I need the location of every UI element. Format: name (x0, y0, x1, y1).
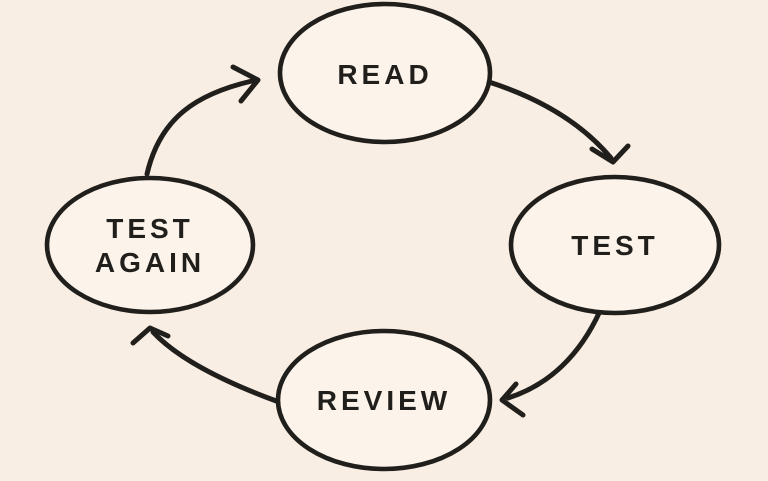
node-read-ellipse (277, 1, 493, 145)
node-test-ellipse (508, 174, 722, 316)
edges (130, 64, 631, 418)
nodes: READ TEST REVIEW TEST AGAIN (44, 1, 722, 472)
arrow-read-to-test (486, 79, 614, 161)
node-test-again-label-line2: AGAIN (95, 247, 205, 278)
node-review: REVIEW (275, 328, 493, 472)
node-read-label: READ (337, 59, 432, 90)
node-review-label: REVIEW (317, 385, 451, 416)
arrow-test-to-review (505, 308, 603, 401)
arrow-test-again-to-read (144, 78, 255, 177)
node-test-again-ellipse (44, 175, 256, 315)
arrowhead-to-read-icon (230, 64, 261, 104)
arrowhead-to-test-icon (589, 143, 631, 165)
node-read: READ (277, 1, 493, 145)
node-test: TEST (508, 174, 722, 316)
node-test-again-label-line1: TEST (106, 213, 194, 244)
arrowhead-to-test-again-icon (130, 325, 171, 346)
node-test-label: TEST (571, 230, 659, 261)
node-review-ellipse (275, 328, 493, 472)
arrowhead-to-review-icon (499, 381, 526, 418)
node-test-again: TEST AGAIN (44, 175, 256, 315)
arrow-review-to-test-again (150, 329, 282, 405)
